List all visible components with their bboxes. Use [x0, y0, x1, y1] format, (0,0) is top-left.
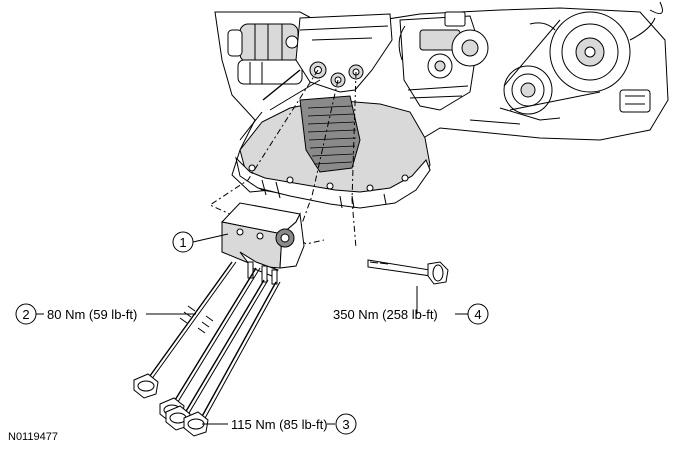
callout-2-torque: 80 Nm (59 lb-ft) [47, 307, 137, 322]
mount-bolts-80nm [133, 261, 261, 423]
mount-bolts-115nm [165, 279, 281, 437]
callout-4-number: 4 [474, 307, 481, 322]
callout-4: 350 Nm (258 lb-ft) 4 [333, 286, 489, 325]
callout-3-number: 3 [342, 417, 349, 432]
through-bolt-350nm [367, 259, 449, 285]
callout-2-number: 2 [22, 307, 29, 322]
oil-pan [235, 69, 431, 209]
engine-assembly-illustration [214, 1, 669, 209]
callout-1: 1 [172, 231, 229, 253]
callout-2: 2 80 Nm (59 lb-ft) [15, 303, 196, 325]
callout-1-number: 1 [179, 235, 186, 250]
engine-mount-insulator [221, 202, 305, 285]
callout-3-torque: 115 Nm (85 lb-ft) [231, 417, 328, 432]
callout-3: 115 Nm (85 lb-ft) 3 [202, 413, 357, 435]
starter-motor [227, 23, 303, 85]
figure-id: N0119477 [8, 431, 58, 443]
callout-4-torque: 350 Nm (258 lb-ft) [333, 307, 438, 322]
accessory-drive-pulleys [451, 11, 656, 115]
